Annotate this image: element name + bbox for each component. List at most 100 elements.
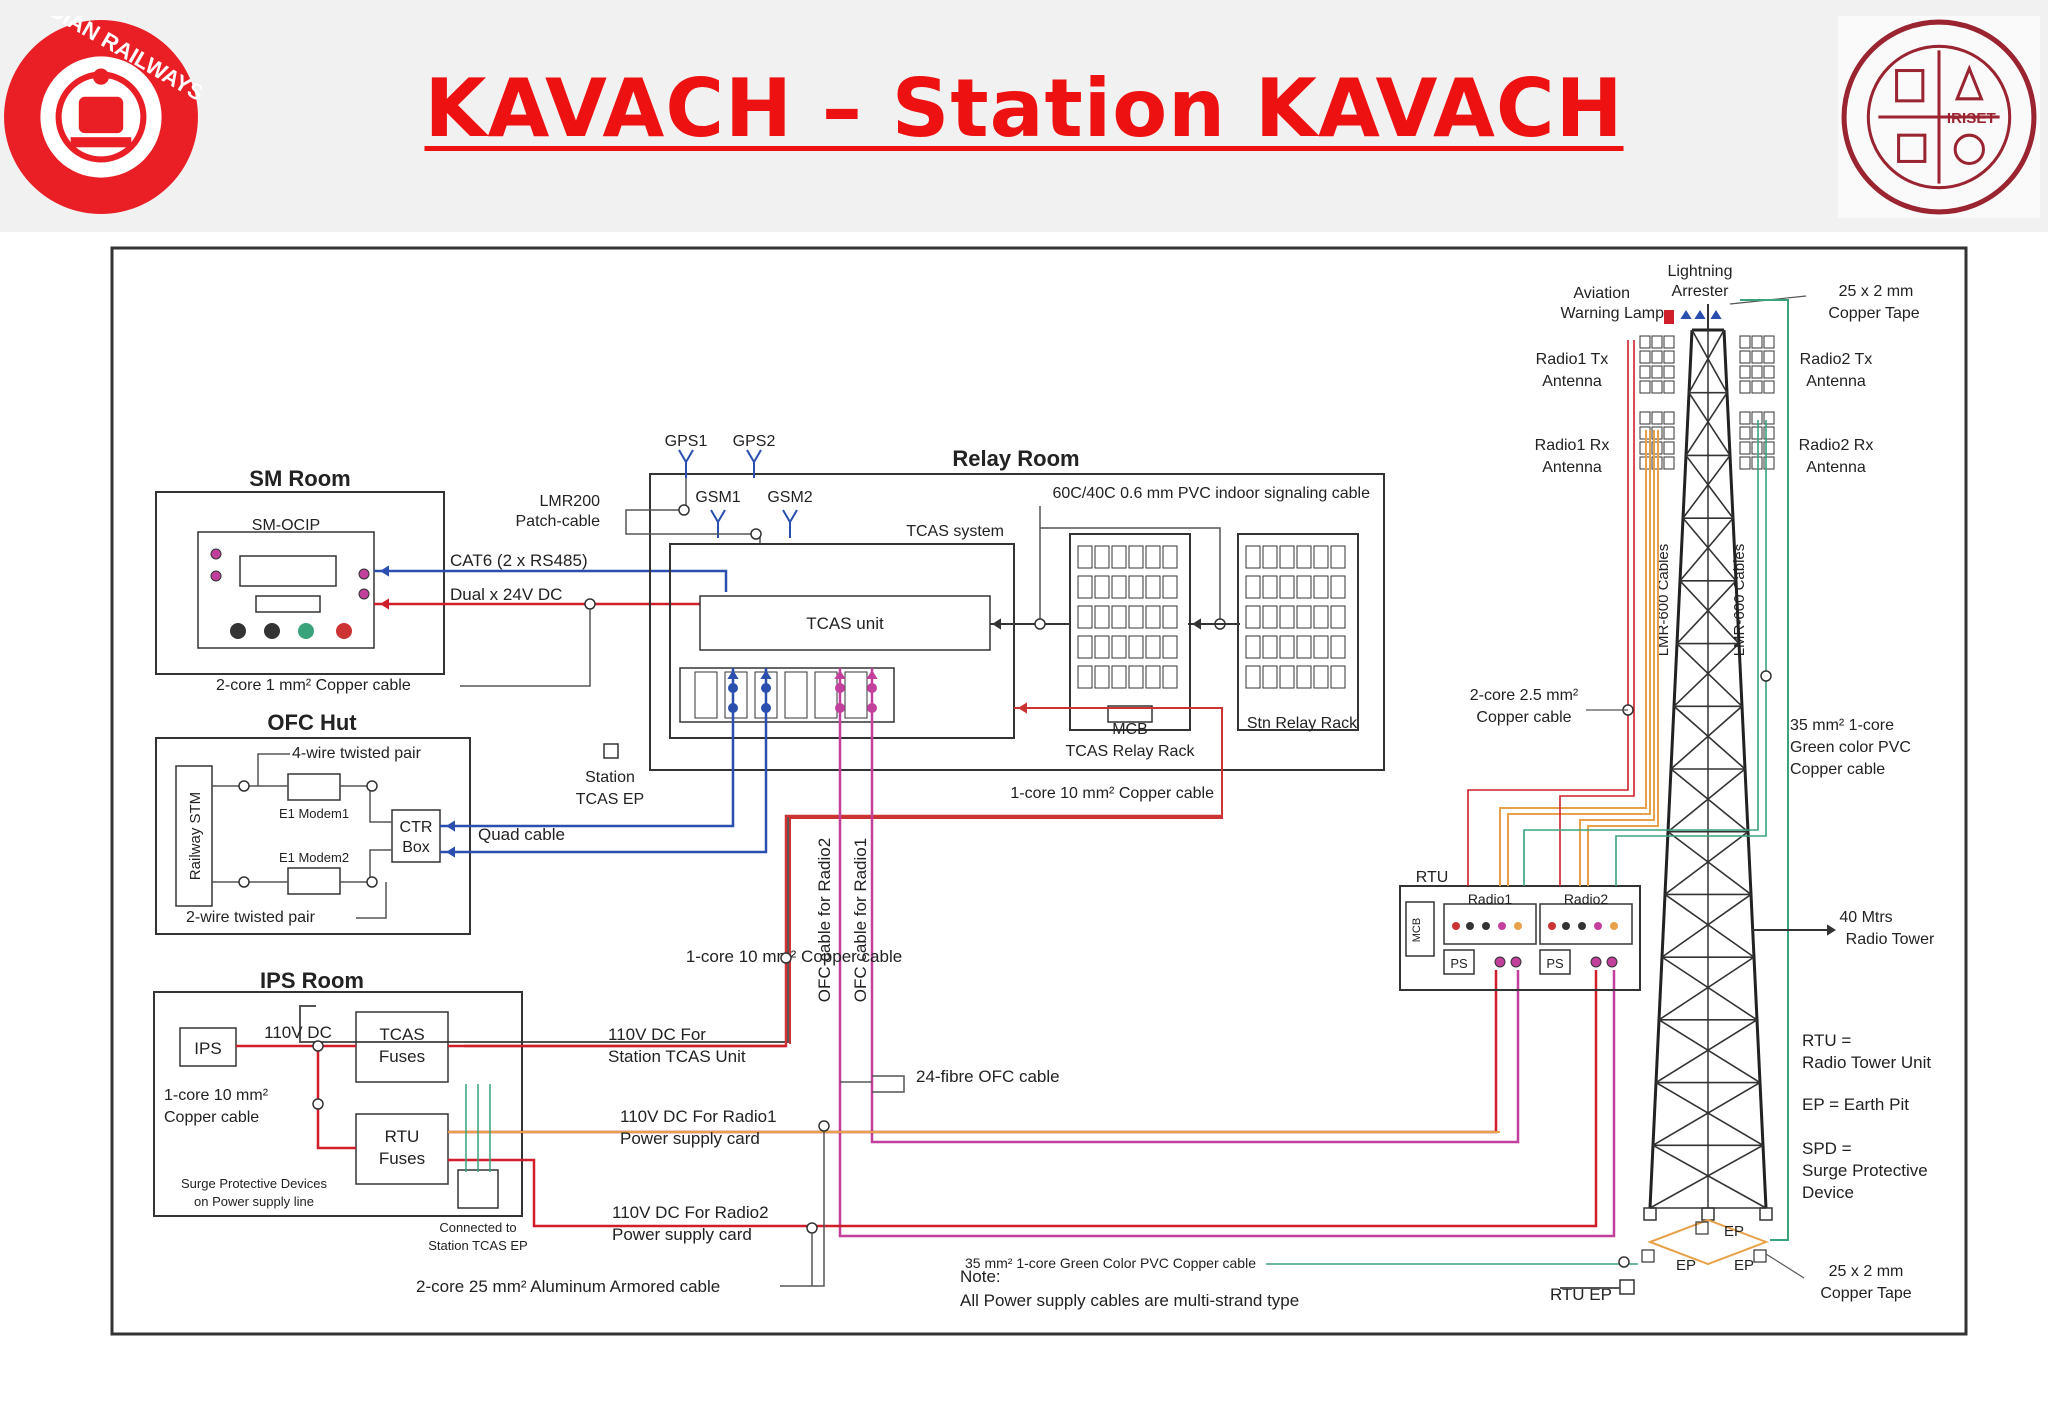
antenna-panel-0-0-0 <box>1639 335 1651 349</box>
antenna-panel-0-3-1 <box>1651 380 1663 394</box>
ips-room-label: IPS Room <box>260 968 364 993</box>
sm-ocip-button-1 <box>264 623 280 639</box>
lmr600-cable-1 <box>1507 430 1651 886</box>
connected-label-1: Connected to <box>439 1220 516 1235</box>
railway-stm-box <box>175 765 213 907</box>
relay-cell-0-3-1 <box>1094 635 1110 659</box>
sm-room-label: SM Room <box>249 466 350 491</box>
antenna-panel-1-2-0 <box>1739 365 1751 379</box>
radio-port-1 <box>1466 922 1474 930</box>
cat6-label: CAT6 (2 x RS485) <box>450 551 588 570</box>
one-core-10-b-ring <box>780 952 792 964</box>
ep-label-right: EP <box>1734 1257 1754 1274</box>
rtu-fuses-radio1 <box>448 970 1498 1134</box>
tower-brace-b-2 <box>1682 454 1731 519</box>
antenna-panel-0-3-0 <box>1639 380 1651 394</box>
ofc-ring-d <box>366 876 378 888</box>
tower-brace-b-1 <box>1685 392 1728 456</box>
relay-cell-1-4-5 <box>1330 665 1346 689</box>
sm-ocip-button-0 <box>230 623 246 639</box>
relay-cell-0-1-2 <box>1111 575 1127 599</box>
station-tcas-dc-cable <box>464 814 1222 1048</box>
antenna-panel-3-2-1 <box>1751 441 1763 455</box>
relay-cell-1-3-0 <box>1245 635 1261 659</box>
stn-relay-rack-box <box>1237 533 1359 731</box>
legend-spd-label-1: SPD = <box>1802 1139 1852 1158</box>
modem2-ctr-link <box>340 849 392 883</box>
relay-cell-0-2-3 <box>1128 605 1144 629</box>
lightning-label-2: Arrester <box>1672 283 1730 300</box>
radio1-tx-label-2: Antenna <box>1542 373 1602 390</box>
indoor-cable-label: 60C/40C 0.6 mm PVC indoor signaling cabl… <box>1053 485 1371 502</box>
tower-brace-b-6 <box>1670 705 1743 770</box>
ps1-label: PS <box>1450 956 1468 971</box>
indian-railways-logo-icon: INDIAN RAILWAYS <box>4 16 202 214</box>
quad-arrow-b <box>760 670 772 679</box>
quad-cable-a <box>440 668 735 828</box>
relay-cell-1-4-3 <box>1296 665 1312 689</box>
lmr200-ring-a <box>678 504 690 516</box>
relay-cell-0-4-1 <box>1094 665 1110 689</box>
antenna-panel-3-3-0 <box>1739 456 1751 470</box>
ips-label: IPS <box>194 1039 221 1058</box>
rtu-ofc-port-3 <box>1606 956 1618 968</box>
relay-cell-1-0-3 <box>1296 545 1312 569</box>
tower-label-1: 40 Mtrs <box>1839 909 1892 926</box>
tcas-card-slots <box>679 667 895 723</box>
tower-brace-b-13 <box>1649 1144 1764 1209</box>
sm-ocip-display <box>239 555 337 587</box>
tower-brace-a-1 <box>1688 392 1731 456</box>
tower-brace-b-4 <box>1676 580 1737 645</box>
antenna-panel-2-0-2 <box>1663 411 1675 425</box>
station-tcas-ep-icon <box>603 743 619 759</box>
e1-modem1-label: E1 Modem1 <box>279 806 349 821</box>
two-core-1mm-label: 2-core 1 mm² Copper cable <box>216 677 411 694</box>
ps2-box <box>1539 949 1571 975</box>
relay-cell-0-3-0 <box>1077 635 1093 659</box>
page-title: KAVACH – Station KAVACH <box>424 62 1624 155</box>
radio1-tx-label-1: Radio1 Tx <box>1536 351 1609 368</box>
station-ep-label-1: Station <box>585 769 635 786</box>
relay-cell-1-0-0 <box>1245 545 1261 569</box>
tcas-relay-rack-box <box>1069 533 1191 731</box>
dual-24v-label: Dual x 24V DC <box>450 585 562 604</box>
antenna-panel-3-2-2 <box>1763 441 1775 455</box>
aviation-label-2: Warning Lamp <box>1561 305 1665 322</box>
antenna-panel-0-0-2 <box>1663 335 1675 349</box>
relay-cell-1-1-2 <box>1279 575 1295 599</box>
relay-cell-1-1-1 <box>1262 575 1278 599</box>
rx-cable-1 <box>1615 420 1767 886</box>
ofc-ring-c <box>238 876 250 888</box>
antenna-panel-3-0-2 <box>1763 411 1775 425</box>
ofc-radio2-arrow <box>834 670 846 679</box>
antenna-panel-0-2-0 <box>1639 365 1651 379</box>
ep-label-left: EP <box>1676 1257 1696 1274</box>
ep-top-icon <box>1695 1221 1709 1235</box>
tower-foot-2 <box>1759 1207 1773 1221</box>
e1-modem2-label: E1 Modem2 <box>279 850 349 865</box>
radio-port-9 <box>1610 922 1618 930</box>
aviation-lamp-icon <box>1664 310 1674 324</box>
green-35-label-2: Green color PVC <box>1790 739 1911 756</box>
radio2-tx-label-1: Radio2 Tx <box>1800 351 1873 368</box>
ofc-radio1-cable <box>870 668 1520 1144</box>
ctr-box-label-2: Box <box>402 839 430 856</box>
lmr600-b-label: LMR-600 Cables <box>1731 544 1748 657</box>
lightning-arrester-tip-2 <box>1710 310 1722 319</box>
two-core-25mm-label-2: Copper cable <box>1476 709 1571 726</box>
diagram-frame <box>110 246 1968 1336</box>
radio-port-5 <box>1548 922 1556 930</box>
relay-cell-1-0-4 <box>1313 545 1329 569</box>
radio-port-6 <box>1562 922 1570 930</box>
relay-cell-0-1-0 <box>1077 575 1093 599</box>
gps1-antenna-icon <box>678 449 694 478</box>
antenna-panel-1-0-2 <box>1763 335 1775 349</box>
e1-modem2-box <box>287 867 341 895</box>
relay-cell-0-1-4 <box>1145 575 1161 599</box>
ofc-radio1-label: OFC cable for Radio1 <box>851 838 870 1002</box>
dc-radio2-label-1: 110V DC For Radio2 <box>612 1203 769 1222</box>
fibre24-label: 24-fibre OFC cable <box>916 1067 1060 1086</box>
radio1-rx-label-2: Antenna <box>1542 459 1602 476</box>
ips-room-box <box>153 991 523 1217</box>
antenna-panel-1-3-0 <box>1739 380 1751 394</box>
